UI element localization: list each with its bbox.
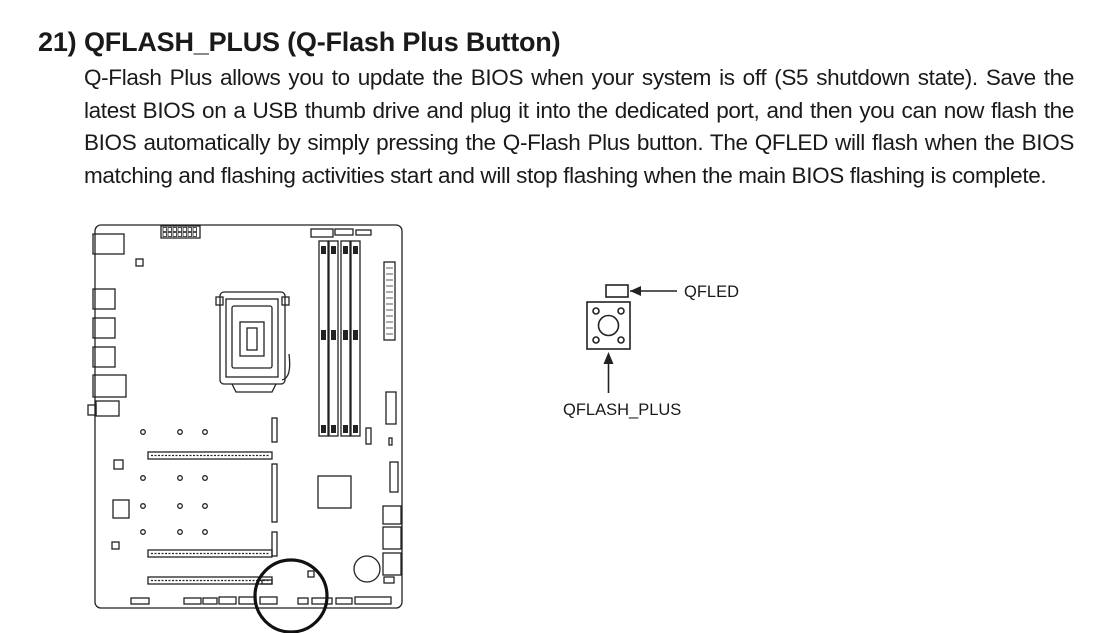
qflash-plus-label: QFLASH_PLUS: [563, 401, 682, 419]
m2-screws: [140, 429, 208, 535]
section-number: 21): [38, 27, 77, 57]
cmos-battery: [353, 555, 381, 583]
motherboard-layout: [87, 224, 403, 609]
pcie-slots: [147, 451, 273, 585]
section-title: QFLASH_PLUS (Q-Flash Plus Button): [84, 27, 561, 57]
section-heading: 21)QFLASH_PLUS (Q-Flash Plus Button): [38, 27, 561, 58]
qfled-indicator: [605, 284, 629, 298]
qflash-button-shape: [586, 301, 631, 350]
qfled-label: QFLED: [684, 283, 740, 301]
dimm-slots: [318, 240, 361, 437]
qflash-detail: [586, 284, 677, 393]
motherboard-outline: [94, 224, 403, 609]
qflash-location-highlight: [253, 558, 329, 633]
section-description: Q-Flash Plus allows you to update the BI…: [84, 65, 1074, 188]
cpu-socket: [215, 291, 291, 393]
